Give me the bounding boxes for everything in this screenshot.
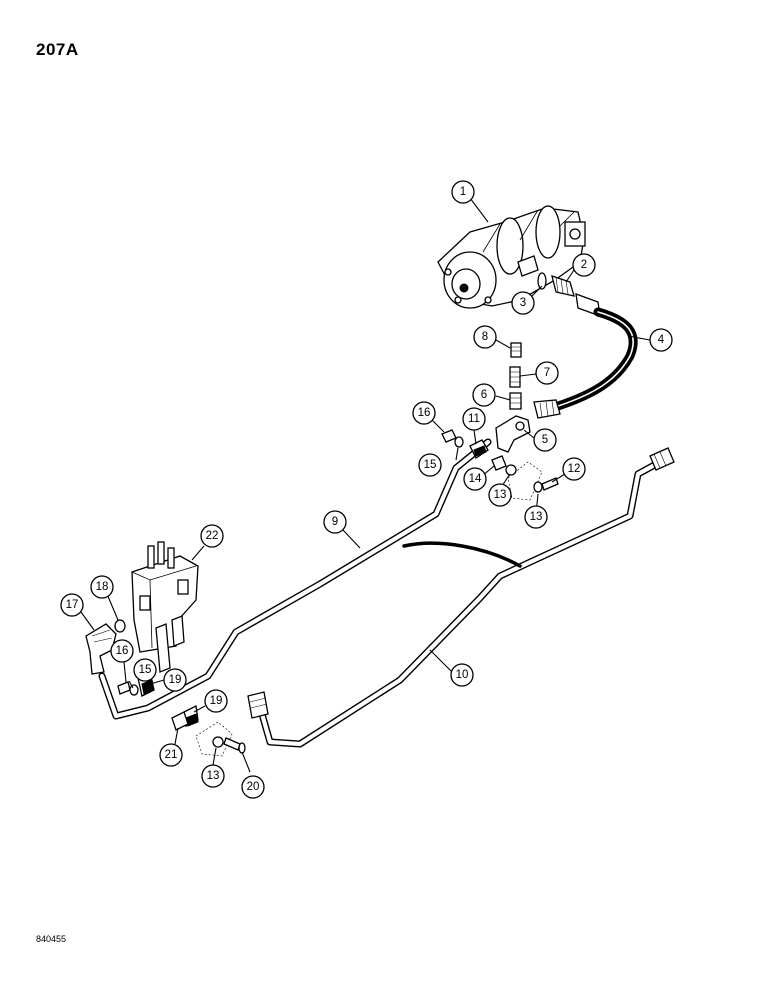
tube-nut-right <box>649 447 675 471</box>
drawing-number: 840455 <box>36 934 67 944</box>
o-ring <box>537 272 547 290</box>
callout-12: 12 <box>562 457 586 481</box>
callout-22: 22 <box>200 524 224 548</box>
plug-fitting <box>510 342 522 358</box>
spacer-lower <box>171 711 189 731</box>
callout-label: 6 <box>481 389 487 401</box>
page-number: 207A <box>36 40 79 59</box>
callout-5: 5 <box>533 428 557 452</box>
callout-label: 7 <box>544 367 550 379</box>
callout-8: 8 <box>473 325 497 349</box>
callout-label: 11 <box>468 413 480 425</box>
elbow-fitting <box>85 623 117 675</box>
callout-15-lower: 15 <box>133 658 157 682</box>
line-break-mark <box>402 541 522 568</box>
tube-nut-lower <box>247 691 269 719</box>
callout-label: 5 <box>542 434 548 446</box>
callout-7: 7 <box>535 361 559 385</box>
hydraulic-pump <box>437 205 586 309</box>
callout-20: 20 <box>241 775 265 799</box>
callout-10: 10 <box>450 663 474 687</box>
callout-label: 15 <box>424 459 437 471</box>
mounting-bracket-upper <box>505 461 543 501</box>
tube-line-9 <box>98 438 492 720</box>
callout-label: 13 <box>494 489 507 501</box>
callout-label: 1 <box>460 186 466 198</box>
nut-lower-left <box>117 681 131 695</box>
callout-21: 21 <box>159 743 183 767</box>
callout-13-upper-right: 13 <box>524 505 548 529</box>
callout-13-lower: 13 <box>201 764 225 788</box>
bolt-lower <box>223 737 246 754</box>
callout-19-left: 19 <box>163 668 187 692</box>
callout-label: 8 <box>482 331 488 343</box>
tube-line-10 <box>254 458 664 748</box>
hydraulic-hose <box>533 293 638 419</box>
control-valve <box>131 541 199 673</box>
o-ring-valve <box>114 619 126 633</box>
callout-4: 4 <box>649 328 673 352</box>
lock-washer-upper <box>454 436 464 448</box>
callout-label: 13 <box>207 770 220 782</box>
tube-clamp-upper <box>469 439 489 459</box>
callout-label: 15 <box>139 664 152 676</box>
callout-label: 4 <box>658 334 665 346</box>
callout-16-lower: 16 <box>110 639 134 663</box>
restrictor-fitting <box>509 366 521 388</box>
callout-16-upper: 16 <box>412 401 436 425</box>
callout-17: 17 <box>60 593 84 617</box>
callout-19-right: 19 <box>204 689 228 713</box>
callout-label: 21 <box>165 749 178 761</box>
tee-fitting <box>495 415 531 453</box>
callout-1: 1 <box>451 180 475 204</box>
callout-14: 14 <box>463 467 487 491</box>
callout-9: 9 <box>323 510 347 534</box>
callout-label: 17 <box>66 599 79 611</box>
leader-lines <box>80 197 651 773</box>
callout-label: 12 <box>568 463 581 475</box>
callout-15-upper: 15 <box>418 453 442 477</box>
callout-3: 3 <box>511 291 535 315</box>
callout-2: 2 <box>572 253 596 277</box>
callout-label: 13 <box>530 511 543 523</box>
callout-label: 16 <box>116 645 129 657</box>
adapter-fitting <box>551 275 575 297</box>
callout-label: 14 <box>469 473 482 485</box>
callout-11: 11 <box>462 407 486 431</box>
spacer-upper <box>491 455 507 471</box>
washer-lower <box>212 736 224 748</box>
callout-6: 6 <box>472 383 496 407</box>
callout-18: 18 <box>90 575 114 599</box>
callout-label: 9 <box>332 516 338 528</box>
callout-label: 16 <box>418 407 431 419</box>
callout-label: 18 <box>96 581 109 593</box>
lock-washer-lower-left <box>129 684 139 696</box>
callout-label: 19 <box>210 695 223 707</box>
callout-13-upper-middle: 13 <box>488 483 512 507</box>
callout-label: 10 <box>456 669 469 681</box>
callout-label: 19 <box>169 674 182 686</box>
callout-label: 20 <box>247 781 260 793</box>
check-valve-fitting <box>509 392 522 410</box>
callout-label: 22 <box>206 530 219 542</box>
callout-label: 3 <box>520 297 526 309</box>
callout-label: 2 <box>581 259 587 271</box>
